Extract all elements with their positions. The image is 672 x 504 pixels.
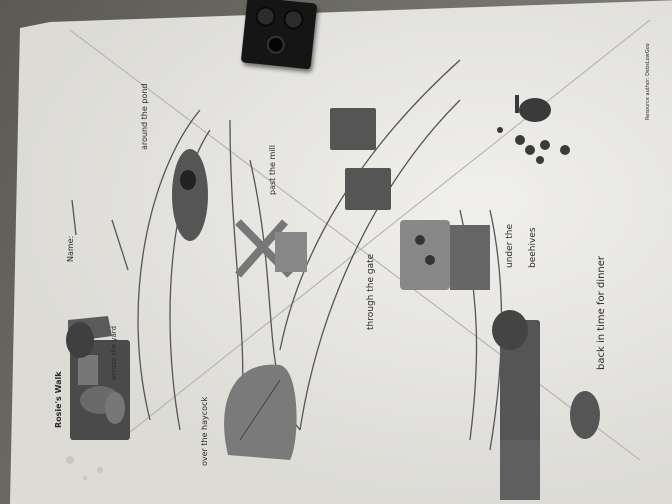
diagonal-fold-lines <box>69 19 651 461</box>
gate-illustration <box>330 108 391 210</box>
phrase-past-the-mill: past the mill <box>268 145 277 195</box>
worksheet-title: Rosie's Walk <box>54 371 63 428</box>
phrase-through-the-gate: through the gate <box>366 253 376 330</box>
fox-and-goats-illustration <box>497 95 570 164</box>
toy-brick <box>240 0 318 70</box>
haycock-illustration <box>224 364 297 460</box>
brick-side-hole <box>265 34 286 55</box>
brick-stud <box>282 8 305 31</box>
beehives-illustration <box>400 220 490 290</box>
pond-illustration <box>172 149 208 241</box>
phrase-under-the-line-2: beehives <box>528 227 538 268</box>
name-label: Name: <box>66 235 75 262</box>
phrase-around-the-pond: around the pond <box>140 83 149 150</box>
farm-illustration-bottom <box>492 310 600 500</box>
phrase-under-the-line-1: under the <box>505 224 515 268</box>
hen-illustration <box>105 392 125 424</box>
barn-yard-illustration <box>66 316 130 440</box>
brick-stud <box>254 5 277 28</box>
resource-credit: Resource author: DebsLowGoo <box>645 43 651 120</box>
phrase-across-the-yard: across the yard <box>110 325 118 380</box>
phrase-over-the-haycock: over the haycock <box>200 396 209 466</box>
coffee-stains <box>66 456 103 480</box>
phrase-back-in-time: back in time for dinner <box>596 255 607 370</box>
windmill-illustration <box>235 219 307 278</box>
